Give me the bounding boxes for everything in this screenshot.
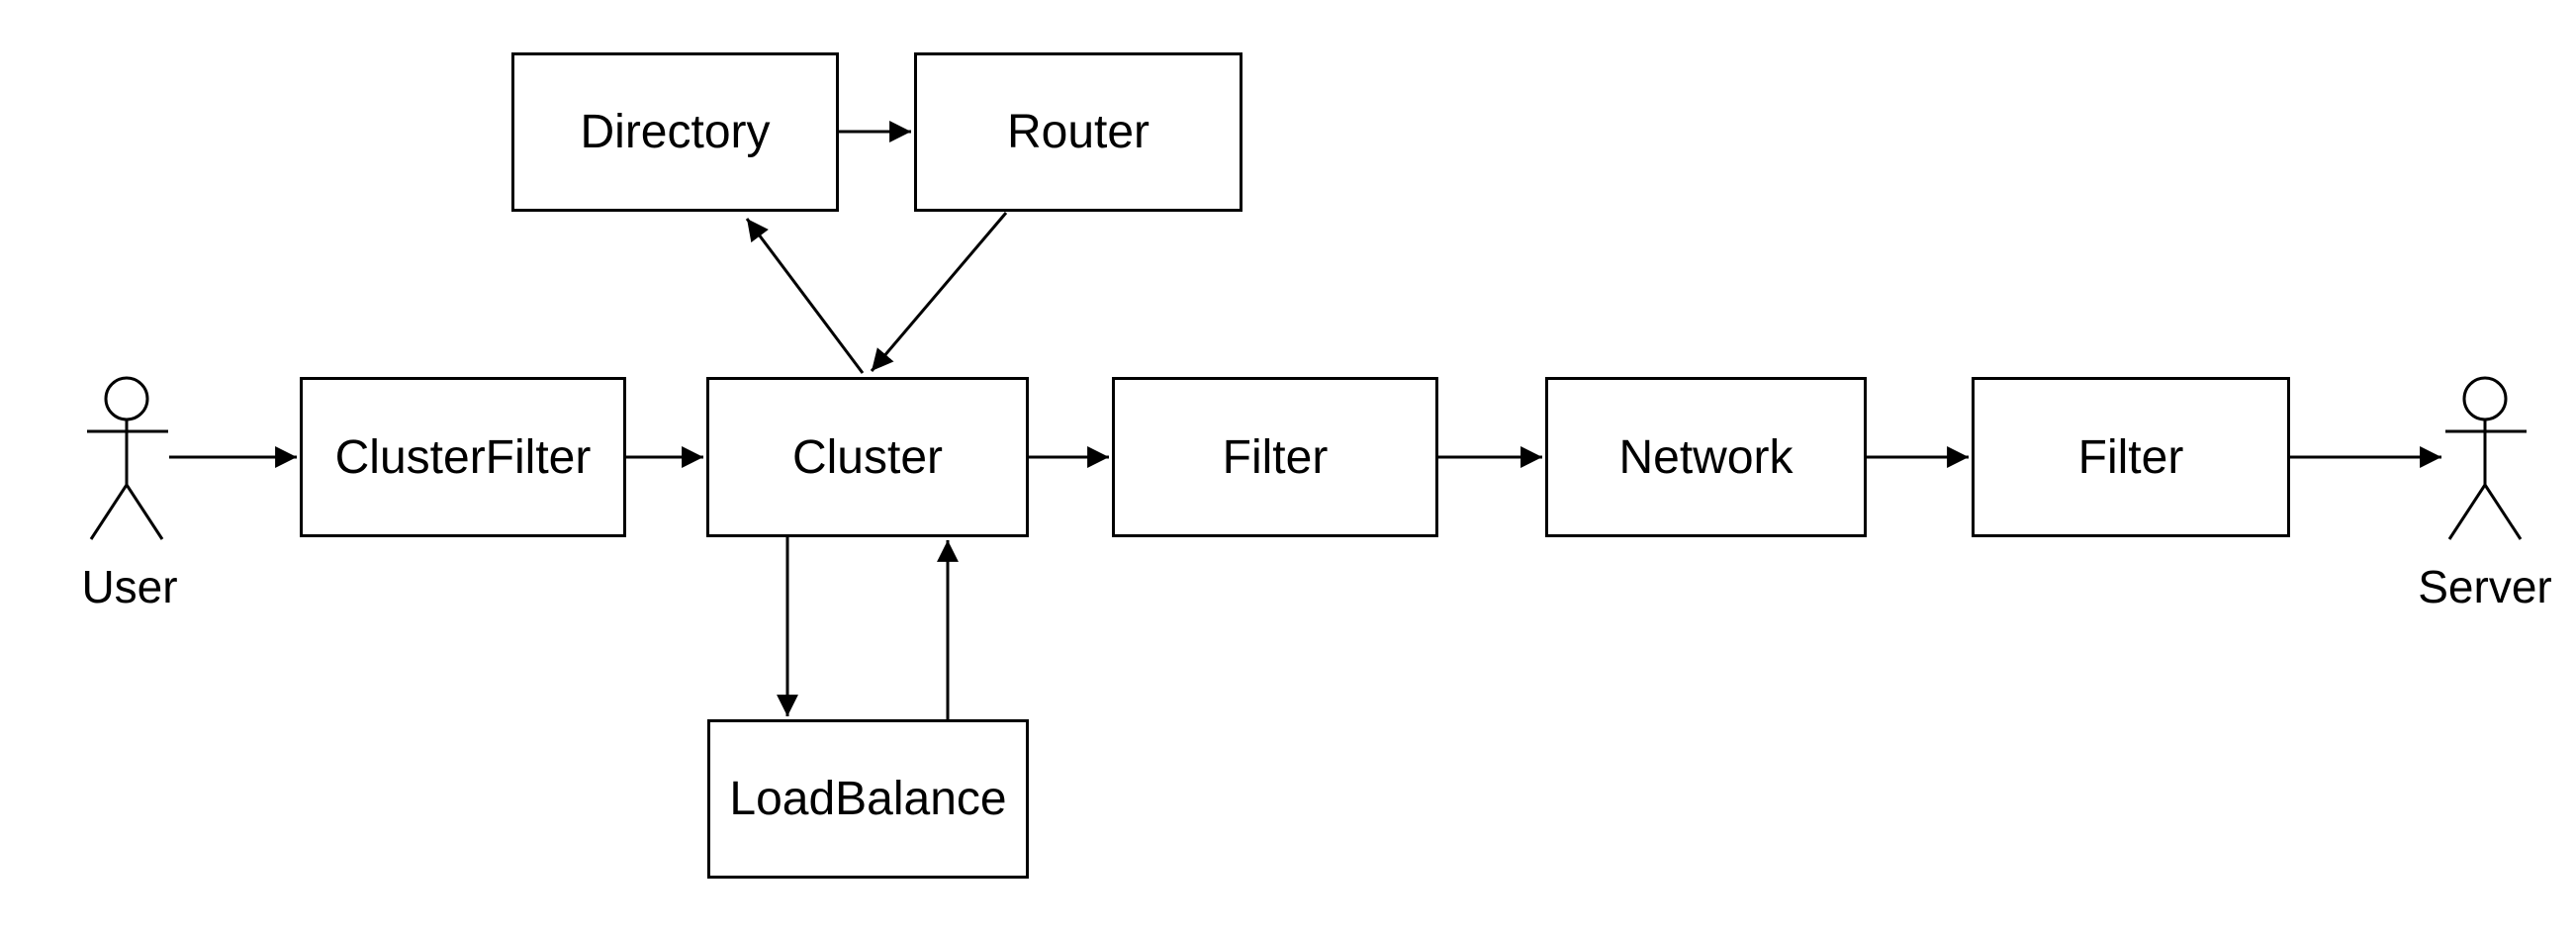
edge-router-cluster-arrow[interactable]: [870, 212, 1008, 372]
user-right-leg: [125, 484, 164, 540]
user-actor-figure[interactable]: [87, 376, 168, 540]
node-directory-label: Directory: [580, 106, 771, 158]
user-actor-label: User: [81, 561, 178, 612]
edge-cluster-directory-arrow[interactable]: [745, 218, 865, 374]
node-clusterfilter[interactable]: ClusterFilter: [300, 377, 626, 537]
node-network[interactable]: Network: [1545, 377, 1867, 537]
node-directory[interactable]: Directory: [511, 52, 839, 212]
node-router[interactable]: Router: [914, 52, 1242, 212]
server-left-leg: [2447, 484, 2487, 540]
server-right-leg: [2483, 484, 2523, 540]
user-head-icon: [104, 376, 149, 421]
node-cluster[interactable]: Cluster: [706, 377, 1029, 537]
node-filter-right-label: Filter: [2077, 430, 2184, 484]
server-head-icon: [2462, 376, 2508, 421]
user-left-leg: [89, 484, 129, 540]
node-filter-left[interactable]: Filter: [1112, 377, 1438, 537]
node-network-label: Network: [1618, 430, 1794, 484]
node-clusterfilter-label: ClusterFilter: [334, 430, 592, 484]
server-actor-label: Server: [2418, 561, 2552, 612]
node-loadbalance-label: LoadBalance: [729, 773, 1007, 825]
node-router-label: Router: [1006, 106, 1150, 158]
node-filter-left-label: Filter: [1222, 430, 1329, 484]
node-cluster-label: Cluster: [791, 430, 944, 484]
node-filter-right[interactable]: Filter: [1972, 377, 2290, 537]
server-actor-figure[interactable]: [2445, 376, 2527, 540]
node-loadbalance[interactable]: LoadBalance: [707, 719, 1029, 879]
